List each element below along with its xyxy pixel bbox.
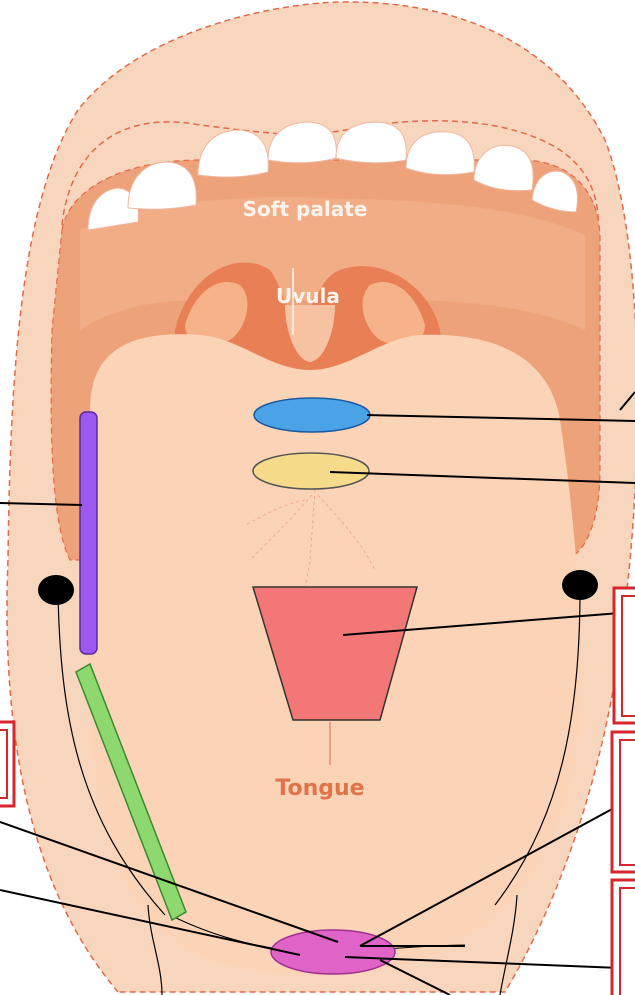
answer-box-right-1[interactable] <box>614 588 635 723</box>
uvula-label: Uvula <box>276 284 340 308</box>
purple-bar-marker <box>80 412 97 654</box>
answer-box-left-1[interactable] <box>0 722 14 806</box>
mouth-corner-dot-left <box>38 575 74 605</box>
tongue-label: Tongue <box>275 776 364 801</box>
mouth-corner-dot-right <box>562 570 598 600</box>
answer-box-right-3[interactable] <box>612 880 635 995</box>
soft-palate-label: Soft palate <box>243 197 368 221</box>
blue-ellipse-marker <box>254 398 370 432</box>
yellow-ellipse-marker <box>253 453 369 489</box>
answer-box-right-2[interactable] <box>612 732 635 872</box>
